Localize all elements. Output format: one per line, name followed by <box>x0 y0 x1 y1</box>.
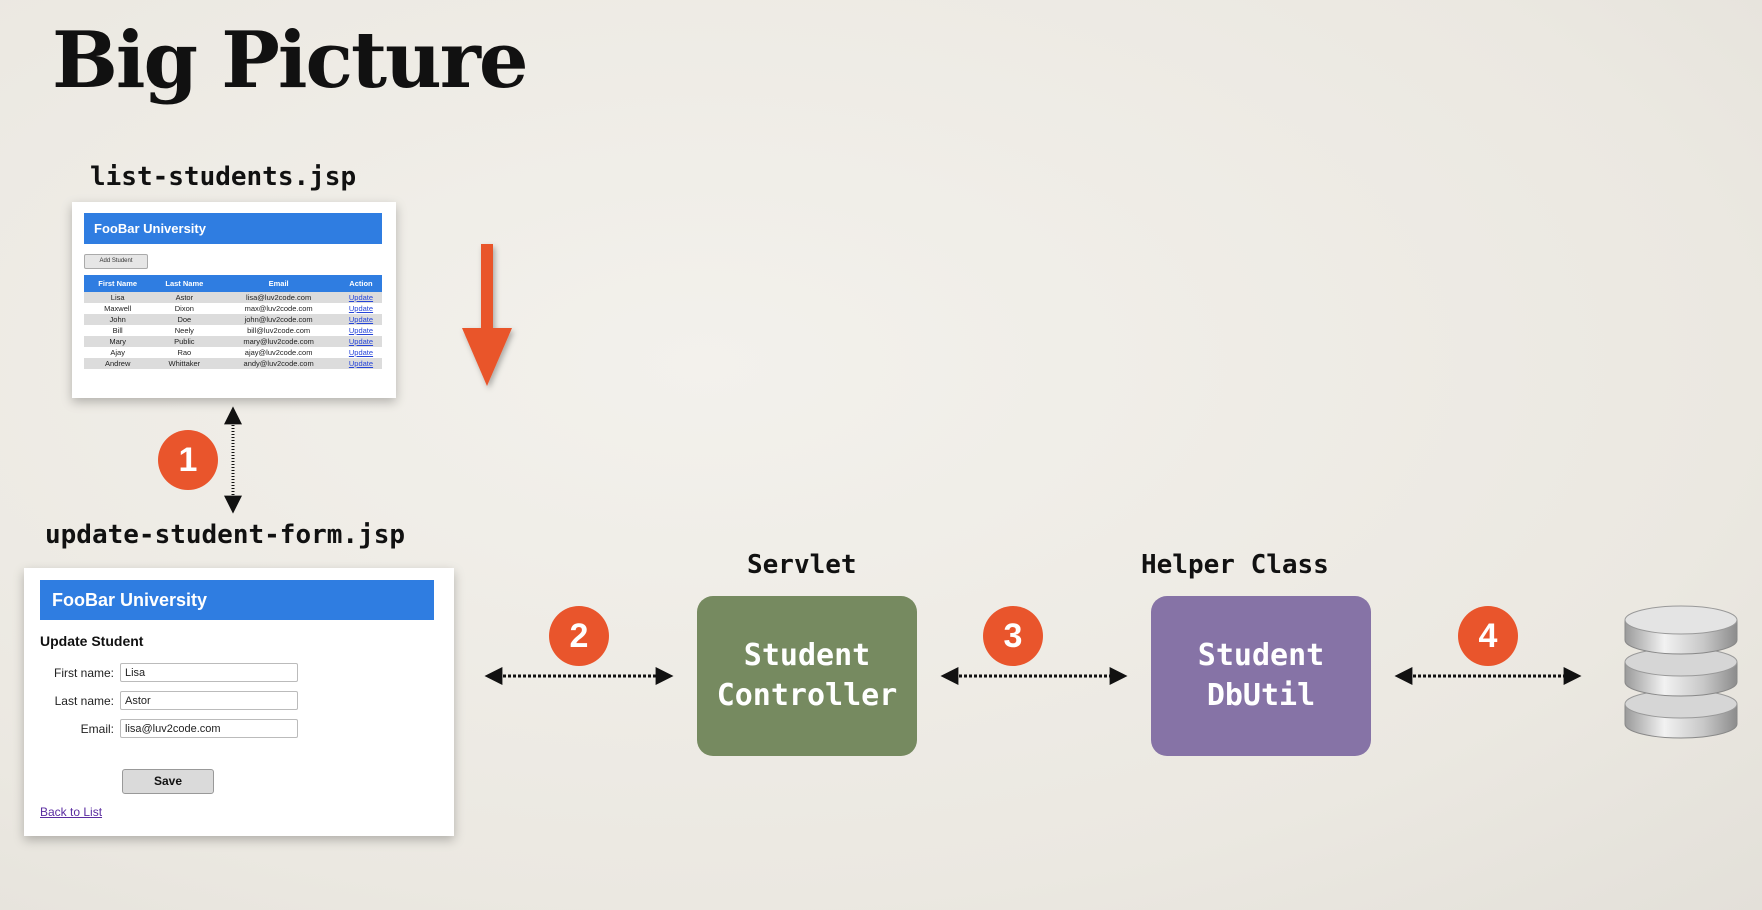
update-form-filename: update-student-form.jsp <box>45 520 406 550</box>
cell-first-name: Bill <box>112 326 123 335</box>
last-name-label: Last name: <box>54 694 114 708</box>
cell-email: lisa@luv2code.com <box>217 292 340 303</box>
update-link[interactable]: Update <box>348 304 374 313</box>
email-label: Email: <box>80 722 114 736</box>
database-icon <box>1624 605 1738 739</box>
cell-last-name: Dixon <box>174 304 194 313</box>
student-dbutil-line2: DbUtil <box>1206 678 1316 713</box>
servlet-label: Servlet <box>747 550 857 580</box>
step-badge-4: 4 <box>1458 606 1518 666</box>
cell-last-name: Rao <box>177 348 192 357</box>
step-badge-3: 3 <box>983 606 1043 666</box>
slide-title: Big Picture <box>52 15 528 106</box>
cell-last-name: Neely <box>174 326 194 335</box>
cell-email: ajay@luv2code.com <box>244 348 313 357</box>
student-controller-line1: Student <box>743 638 871 673</box>
cell-last-name: Whittaker <box>151 358 218 369</box>
update-form-header: FooBar University <box>40 580 434 620</box>
column-header: Last Name <box>151 275 218 292</box>
helper-class-label: Helper Class <box>1141 550 1329 580</box>
save-button[interactable]: Save <box>122 769 214 794</box>
back-to-list-link[interactable]: Back to List <box>40 805 103 819</box>
student-dbutil-box: Student DbUtil <box>1151 596 1371 756</box>
column-header: Email <box>217 275 340 292</box>
cell-last-name: Astor <box>151 292 218 303</box>
column-header: Action <box>339 275 382 292</box>
cell-email: mary@luv2code.com <box>217 336 340 347</box>
table-row: Maxwell Dixon max@luv2code.com Update <box>84 303 382 314</box>
student-controller-line2: Controller <box>716 678 898 713</box>
down-arrow-icon <box>462 244 512 386</box>
cell-first-name: Lisa <box>84 292 152 303</box>
list-page-header: FooBar University <box>84 213 382 244</box>
table-row: Ajay Rao ajay@luv2code.com Update <box>84 347 382 358</box>
cell-first-name: Mary <box>84 336 152 347</box>
cell-email: bill@luv2code.com <box>247 326 311 335</box>
column-header: First Name <box>84 275 152 292</box>
update-form-heading: Update Student <box>40 633 144 649</box>
update-link[interactable]: Update <box>339 292 382 303</box>
student-controller-box: Student Controller <box>697 596 917 756</box>
cell-first-name: Maxwell <box>104 304 132 313</box>
cell-first-name: Andrew <box>84 358 152 369</box>
step-badge-1: 1 <box>158 430 218 490</box>
first-name-label: First name: <box>53 666 114 680</box>
cell-last-name: Doe <box>151 314 218 325</box>
update-link[interactable]: Update <box>348 348 374 357</box>
table-row: Bill Neely bill@luv2code.com Update <box>84 325 382 336</box>
email-input[interactable] <box>120 719 298 738</box>
student-dbutil-line1: Student <box>1197 638 1325 673</box>
step-badge-2: 2 <box>549 606 609 666</box>
cell-email: andy@luv2code.com <box>217 358 340 369</box>
cell-email: john@luv2code.com <box>217 314 340 325</box>
cell-first-name: Ajay <box>110 348 125 357</box>
list-students-page: FooBar University Add Student First Name… <box>72 202 396 398</box>
last-name-input[interactable] <box>120 691 298 710</box>
cell-email: max@luv2code.com <box>244 304 313 313</box>
cell-last-name: Public <box>151 336 218 347</box>
list-page-filename: list-students.jsp <box>90 162 357 192</box>
first-name-input[interactable] <box>120 663 298 682</box>
cell-first-name: John <box>84 314 152 325</box>
update-link[interactable]: Update <box>339 314 382 325</box>
add-student-button[interactable]: Add Student <box>84 254 148 269</box>
update-link[interactable]: Update <box>339 358 382 369</box>
update-link[interactable]: Update <box>339 336 382 347</box>
update-student-form-page: FooBar University Update Student First n… <box>24 568 454 836</box>
update-link[interactable]: Update <box>348 326 374 335</box>
